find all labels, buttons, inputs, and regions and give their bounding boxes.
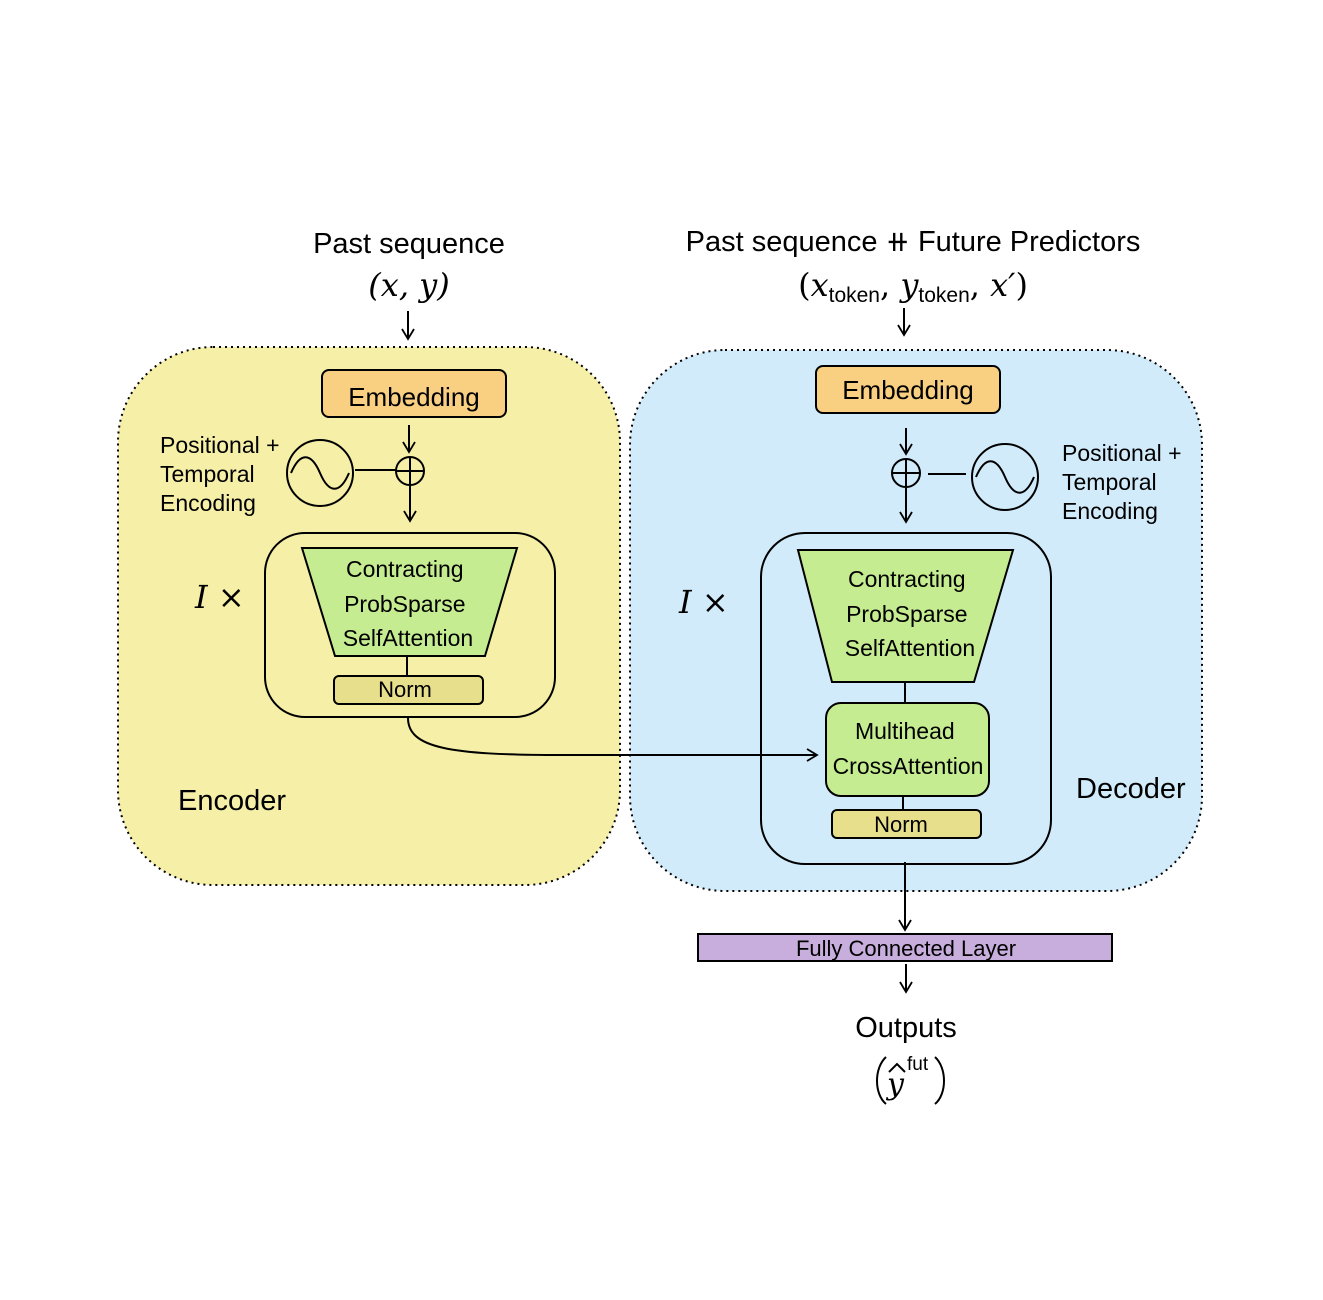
decoder-repeat-label: I × (678, 583, 729, 621)
encoder-input-math: (x, y) (368, 266, 449, 304)
outputs-math: y fut (876, 1054, 945, 1105)
encoder-self-attention-box (300, 547, 519, 657)
svg-text:y: y (885, 1067, 905, 1102)
encoder-embedding-label: Embedding (348, 382, 480, 412)
decoder-embedding-box (815, 365, 1001, 414)
encoder-norm-label: Norm (378, 677, 432, 702)
fully-connected-layer-label: Fully Connected Layer (796, 936, 1016, 961)
svg-text:fut: fut (907, 1054, 929, 1075)
encoder-to-decoder-arrow (407, 717, 819, 762)
decoder-cross-attention-box (825, 702, 990, 797)
hat-accent-icon (888, 1062, 906, 1073)
encoder-label: Encoder (178, 785, 286, 817)
decoder-cross-attention-label: Multihead CrossAttention (833, 718, 984, 779)
decoder-label: Decoder (1076, 773, 1186, 805)
decoder-norm-box (831, 809, 982, 839)
encoder-sine-wave-icon (286, 439, 354, 507)
encoder-posenc-label: Positional + Temporal Encoding (160, 432, 286, 516)
decoder-input-title: Past sequence ⧺ Future Predictors (686, 224, 1141, 258)
decoder-add-icon (891, 458, 921, 488)
encoder-input-title: Past sequence (313, 228, 505, 260)
encoder-repeat-label: I × (194, 578, 245, 616)
decoder-embedding-label: Embedding (842, 375, 974, 405)
encoder-norm-box (333, 675, 484, 705)
outputs-title: Outputs (855, 1012, 957, 1044)
decoder-norm-label: Norm (874, 812, 928, 837)
decoder-posenc-label: Positional + Temporal Encoding (1062, 440, 1188, 524)
encoder-embedding-box (321, 369, 507, 418)
decoder-input-math: (xtoken, ytoken, x′) (798, 266, 1028, 307)
fully-connected-layer-box (697, 933, 1113, 962)
encoder-self-attention-label: Contracting ProbSparse SelfAttention (343, 556, 473, 651)
decoder-self-attention-label: Contracting ProbSparse SelfAttention (845, 566, 975, 661)
decoder-self-attention-box (796, 549, 1015, 683)
encoder-add-icon (395, 456, 425, 486)
decoder-sine-wave-icon (971, 443, 1039, 511)
encoder-block (264, 532, 556, 718)
